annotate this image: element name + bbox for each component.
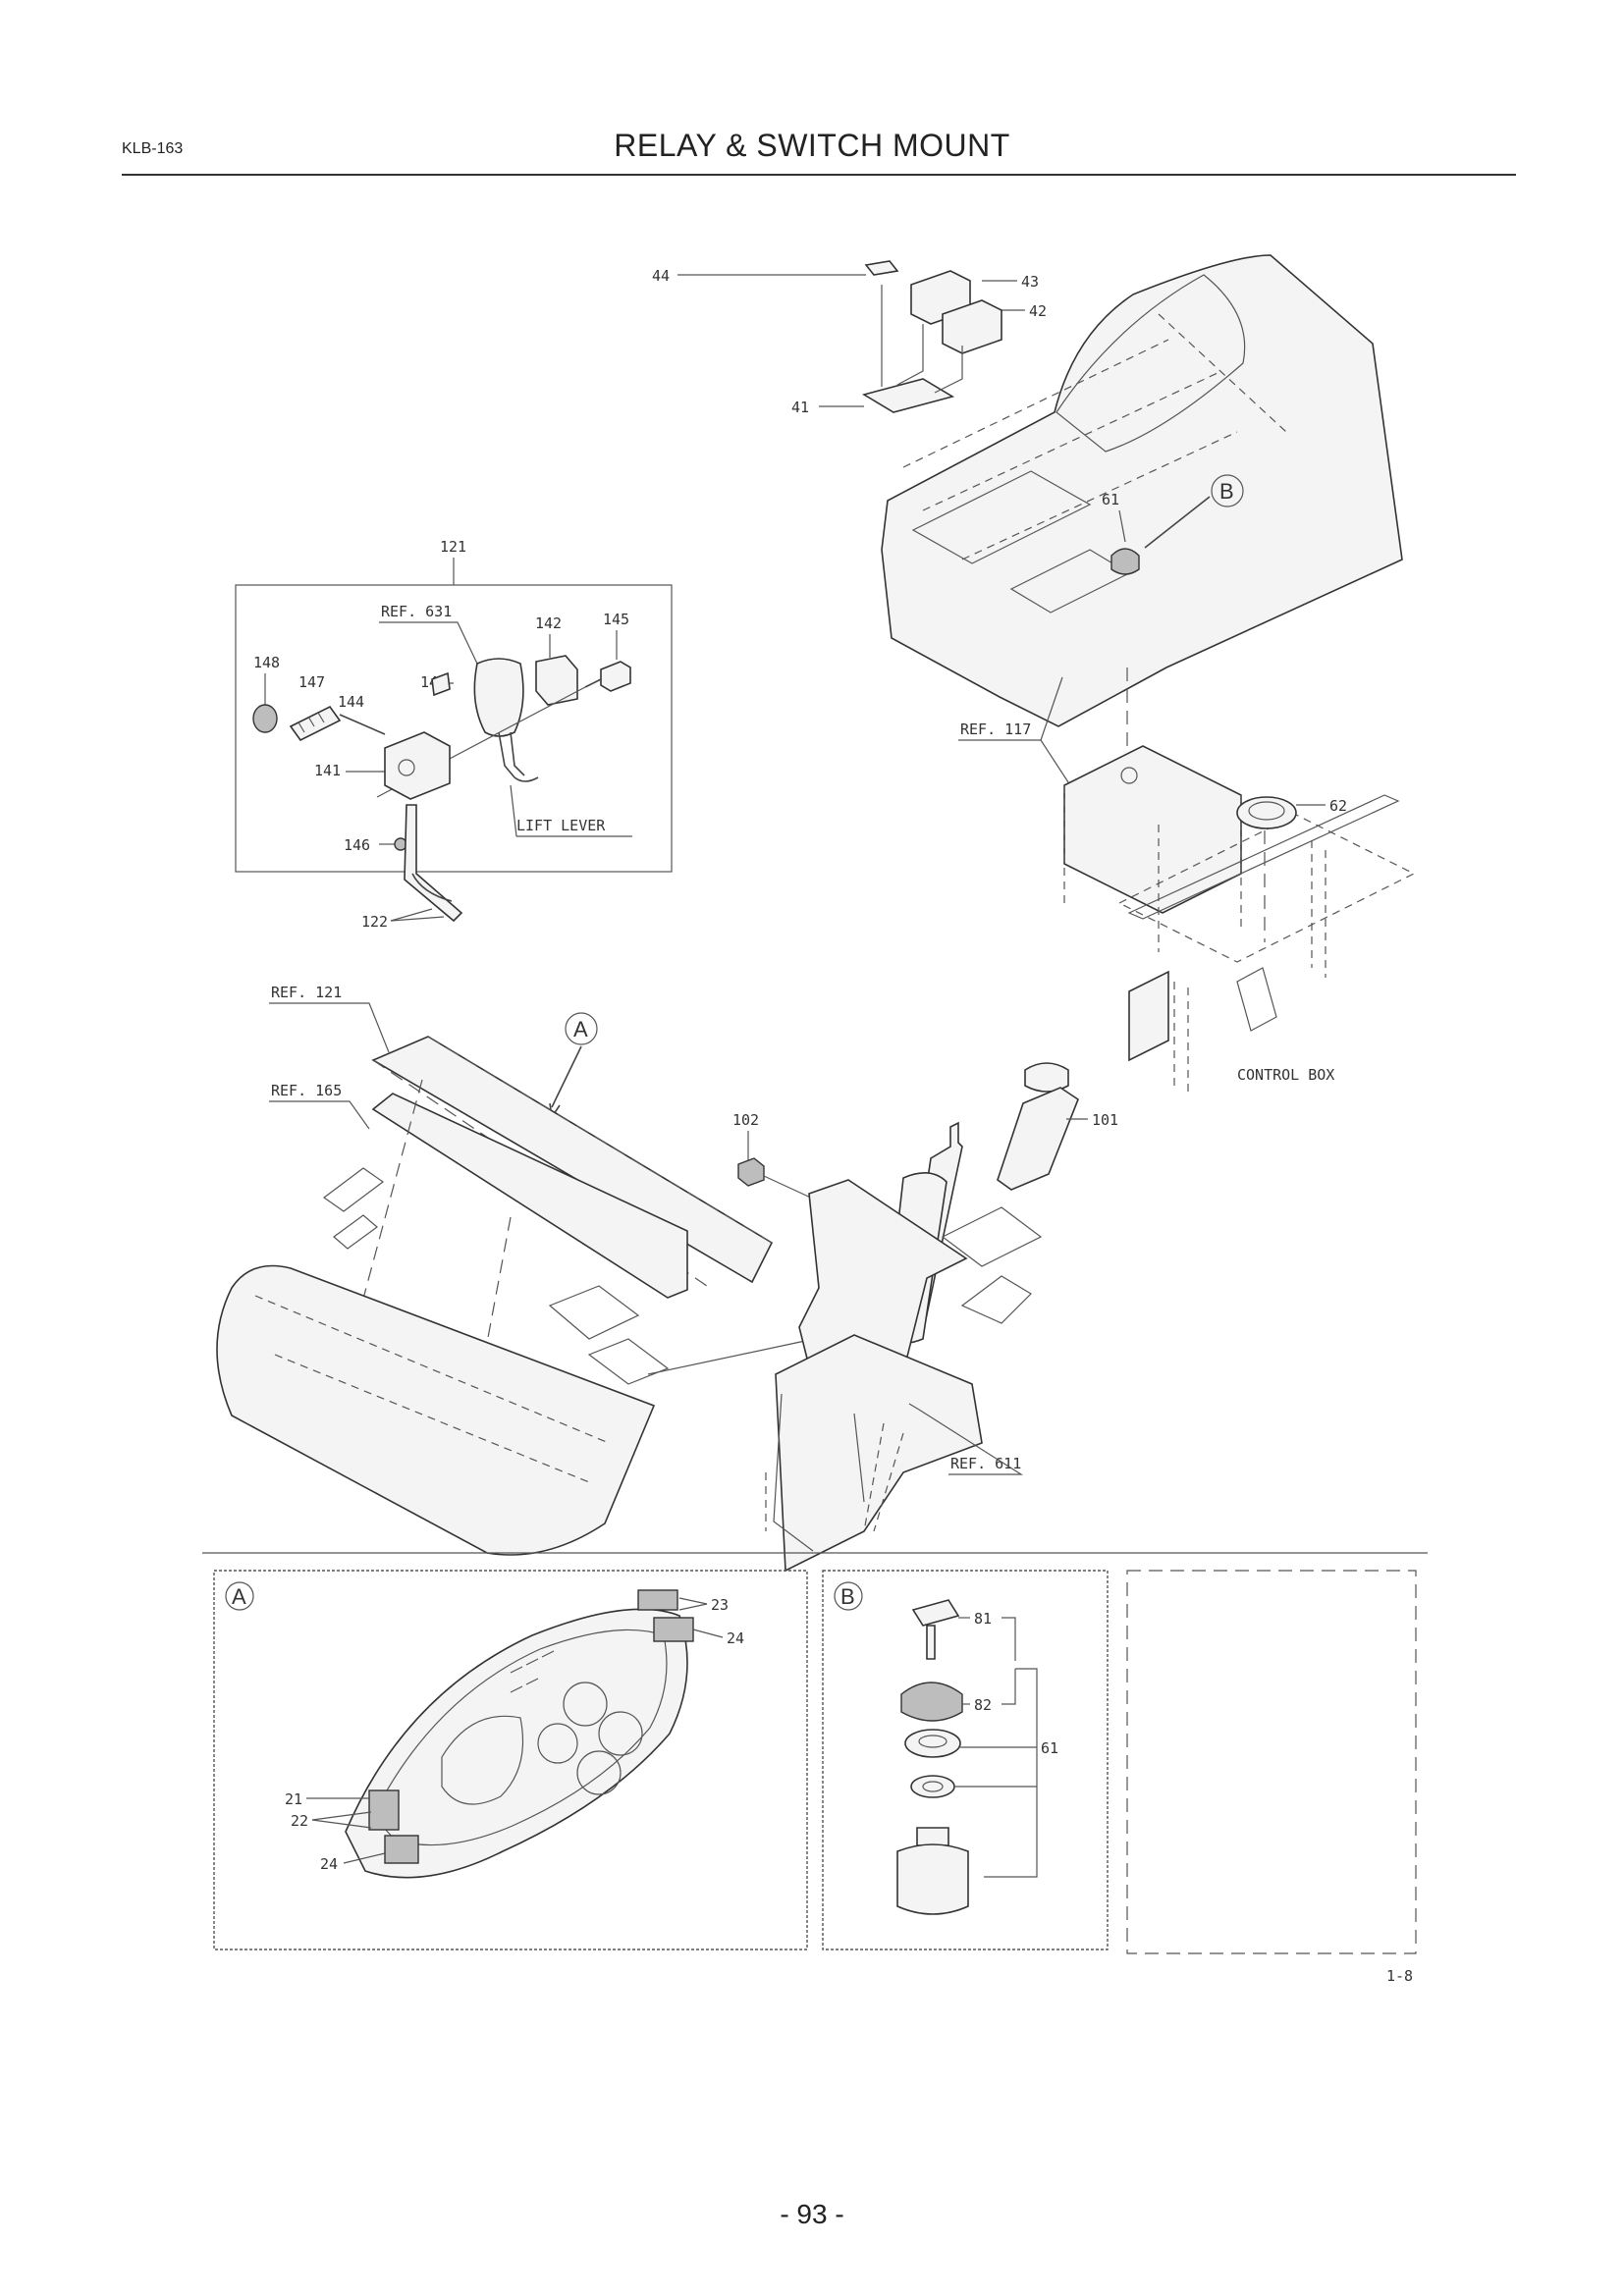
key-switch-61 (1110, 548, 1140, 575)
callout-62: 62 (1329, 797, 1347, 815)
ignition-key-81 (911, 1599, 960, 1627)
detail-a-callout-23: 23 (711, 1596, 729, 1614)
switch-block-23 (637, 1589, 678, 1611)
tachometer (441, 1715, 524, 1805)
detail-b-marker: B (840, 1584, 855, 1609)
grommet-62 (1236, 796, 1297, 829)
callout-121: 121 (440, 538, 466, 556)
detail-b-callout-82: 82 (974, 1696, 992, 1714)
marker-a: A (573, 1017, 588, 1041)
marker-b-callout (1211, 474, 1244, 507)
detail-b-callout-61: 61 (1041, 1739, 1058, 1757)
spring-147 (289, 705, 342, 742)
switch-block-21 (368, 1789, 400, 1831)
marker-a-callout (565, 1012, 598, 1045)
operator-console (881, 254, 1403, 727)
callout-101: 101 (1092, 1111, 1118, 1129)
detail-a-callout-21: 21 (285, 1790, 302, 1808)
blank-detail-frame (1126, 1570, 1417, 1954)
gauge-2 (598, 1711, 643, 1756)
callout-42: 42 (1029, 302, 1047, 320)
callout-148: 148 (253, 654, 280, 671)
key-switch-body (896, 1843, 969, 1915)
callout-43: 43 (1021, 273, 1039, 291)
switch-stem (916, 1827, 949, 1846)
dash-and-steering: REF. 121 A REF. 165 102 101 (216, 984, 1118, 1573)
lift-lever-label: LIFT LEVER (516, 817, 606, 834)
detail-b-frame (822, 1570, 1109, 1950)
detail-a-callout-22: 22 (291, 1812, 308, 1830)
header-rule (122, 174, 1516, 176)
callout-ref-117: REF. 117 (960, 721, 1031, 738)
bracket-142 (535, 655, 578, 706)
callout-ref-611: REF. 611 (950, 1455, 1021, 1472)
dash-bracket (371, 1093, 688, 1299)
nut-102 (737, 1157, 765, 1187)
callout-122: 122 (361, 913, 388, 931)
gauge-4 (576, 1750, 622, 1795)
callout-142: 142 (535, 614, 562, 632)
rocker-switch-42 (942, 299, 1002, 354)
control-box-label: CONTROL BOX (1237, 1066, 1334, 1084)
page-number: - 93 - (780, 2199, 844, 2229)
dash-lower-cover (216, 1264, 656, 1556)
lever-knob (473, 658, 524, 737)
instrument-cluster (345, 1608, 688, 1879)
panel-top (371, 1036, 774, 1284)
callout-41: 41 (791, 399, 809, 416)
callout-146: 146 (344, 836, 370, 854)
lever-rod-122 (404, 804, 463, 923)
callout-ref-165: REF. 165 (271, 1082, 342, 1099)
callout-61: 61 (1102, 491, 1119, 508)
control-box-bracket (1063, 745, 1242, 914)
detail-b-panel: B 81 82 61 (822, 1570, 1109, 1950)
callout-144: 144 (338, 693, 364, 711)
callout-102: 102 (732, 1111, 759, 1129)
gauge-3 (537, 1723, 578, 1764)
knob-101 (1024, 1062, 1069, 1093)
lift-lever-assembly: 121 REF. 631 142 145 148 147 143 144 141 (235, 538, 673, 931)
callout-147: 147 (298, 673, 325, 691)
detail-a-callout-24-top: 24 (727, 1629, 744, 1647)
sleeve-101 (997, 1087, 1079, 1191)
callout-ref-631: REF. 631 (381, 603, 452, 620)
bolt-145 (600, 661, 631, 692)
callout-ref-121: REF. 121 (271, 984, 342, 1001)
document-code: KLB-163 (122, 140, 184, 157)
pin-143 (431, 671, 451, 697)
lock-washer (904, 1729, 961, 1758)
switch-cover-44 (864, 260, 899, 276)
detail-b-callout-81: 81 (974, 1610, 992, 1628)
detail-a-panel: A 23 24 21 22 24 (213, 1570, 808, 1950)
switch-block-24-bottom (384, 1835, 419, 1864)
callout-141: 141 (314, 762, 341, 779)
marker-b: B (1219, 479, 1234, 504)
key-cap-82 (900, 1682, 963, 1722)
detail-a-callout-24-bottom: 24 (320, 1855, 338, 1873)
control-box-assembly: 44 43 42 41 61 B REF. 117 (652, 254, 1416, 1095)
gauge-1 (563, 1682, 608, 1727)
block-141 (384, 731, 451, 800)
callout-145: 145 (603, 611, 629, 628)
flat-washer (910, 1775, 955, 1798)
callout-44: 44 (652, 267, 670, 285)
switch-bezel-41 (861, 378, 955, 413)
cap-148 (252, 704, 278, 733)
figure-code: 1-8 (1386, 1967, 1413, 1985)
switch-block-24-top (653, 1617, 694, 1642)
lift-lever-frame (235, 584, 673, 873)
detail-a-frame (213, 1570, 808, 1950)
detail-a-marker: A (232, 1584, 246, 1609)
page-title: RELAY & SWITCH MOUNT (614, 128, 1010, 163)
